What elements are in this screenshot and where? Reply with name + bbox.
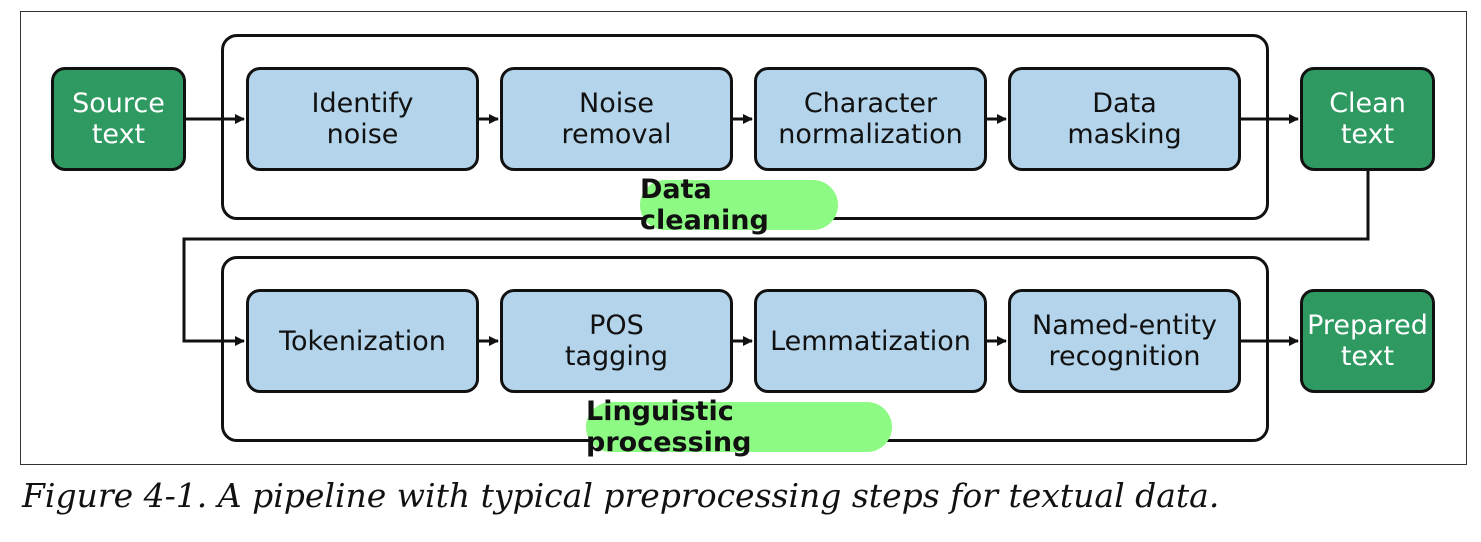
character-normalization-step: Character normalization: [754, 67, 987, 171]
named-entity-recognition-step: Named-entity recognition: [1008, 289, 1241, 393]
connector-clean-to-tokenization: [182, 171, 1370, 346]
lemmatization-step: Lemmatization: [754, 289, 987, 393]
source-text-node: Source text: [51, 67, 186, 171]
clean-text-node: Clean text: [1300, 67, 1435, 171]
tokenization-step: Tokenization: [246, 289, 479, 393]
figure-caption: Figure 4-1. A pipeline with typical prep…: [22, 476, 1220, 515]
pos-tagging-step: POS tagging: [500, 289, 733, 393]
identify-noise-step: Identify noise: [246, 67, 479, 171]
noise-removal-step: Noise removal: [500, 67, 733, 171]
prepared-text-node: Prepared text: [1300, 289, 1435, 393]
data-masking-step: Data masking: [1008, 67, 1241, 171]
linguistic-processing-label: Linguistic processing: [586, 396, 892, 458]
data-cleaning-label: Data cleaning: [640, 174, 838, 236]
